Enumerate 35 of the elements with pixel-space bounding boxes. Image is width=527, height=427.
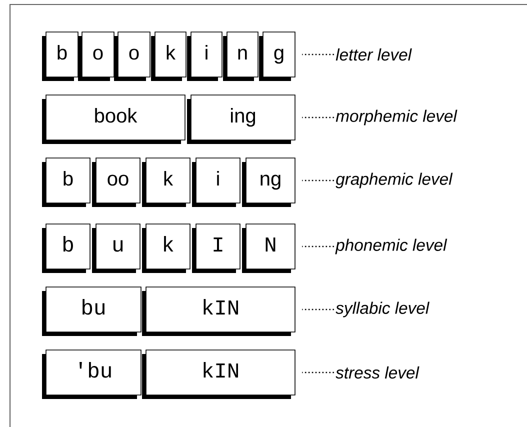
letter-tile: k [142,224,190,273]
leader-line [302,372,334,374]
leader-line [302,180,334,182]
letter-tile: b [42,32,78,81]
leader-line [302,308,334,310]
letter-tile: 'bu [42,350,142,399]
letter-tile: ng [242,158,296,207]
level-label: phonemic level [335,238,448,254]
letter-tile: i [192,158,240,207]
level-label: stress level [336,366,420,379]
letter-tile: bu [42,286,142,336]
letter-tile: kIN [142,350,296,399]
letter-tile: g [259,32,296,81]
letter-tile: I [192,224,240,273]
letter-tile: u [92,224,140,273]
leader-line [302,54,334,56]
letter-tile: k [151,32,186,81]
letter-tile: o [78,32,114,81]
leader-line [302,246,334,248]
letter-tile: N [242,224,296,273]
letter-tile: i [187,32,222,81]
leader-line [302,116,334,118]
letter-tile: o [114,32,150,81]
letter-tile: n [223,32,258,81]
letter-tile: ing [187,94,296,144]
level-label: graphemic level [336,172,453,188]
level-label: letter level [336,48,412,61]
level-label: morphemic level [336,110,458,126]
letter-tile: kIN [142,286,296,336]
letter-tile: b [42,224,90,273]
letter-tile: b [42,158,90,207]
level-label: syllabic level [336,302,430,318]
letter-tile: oo [92,158,140,207]
letter-tile: book [42,94,186,144]
letter-tile: k [142,158,190,207]
